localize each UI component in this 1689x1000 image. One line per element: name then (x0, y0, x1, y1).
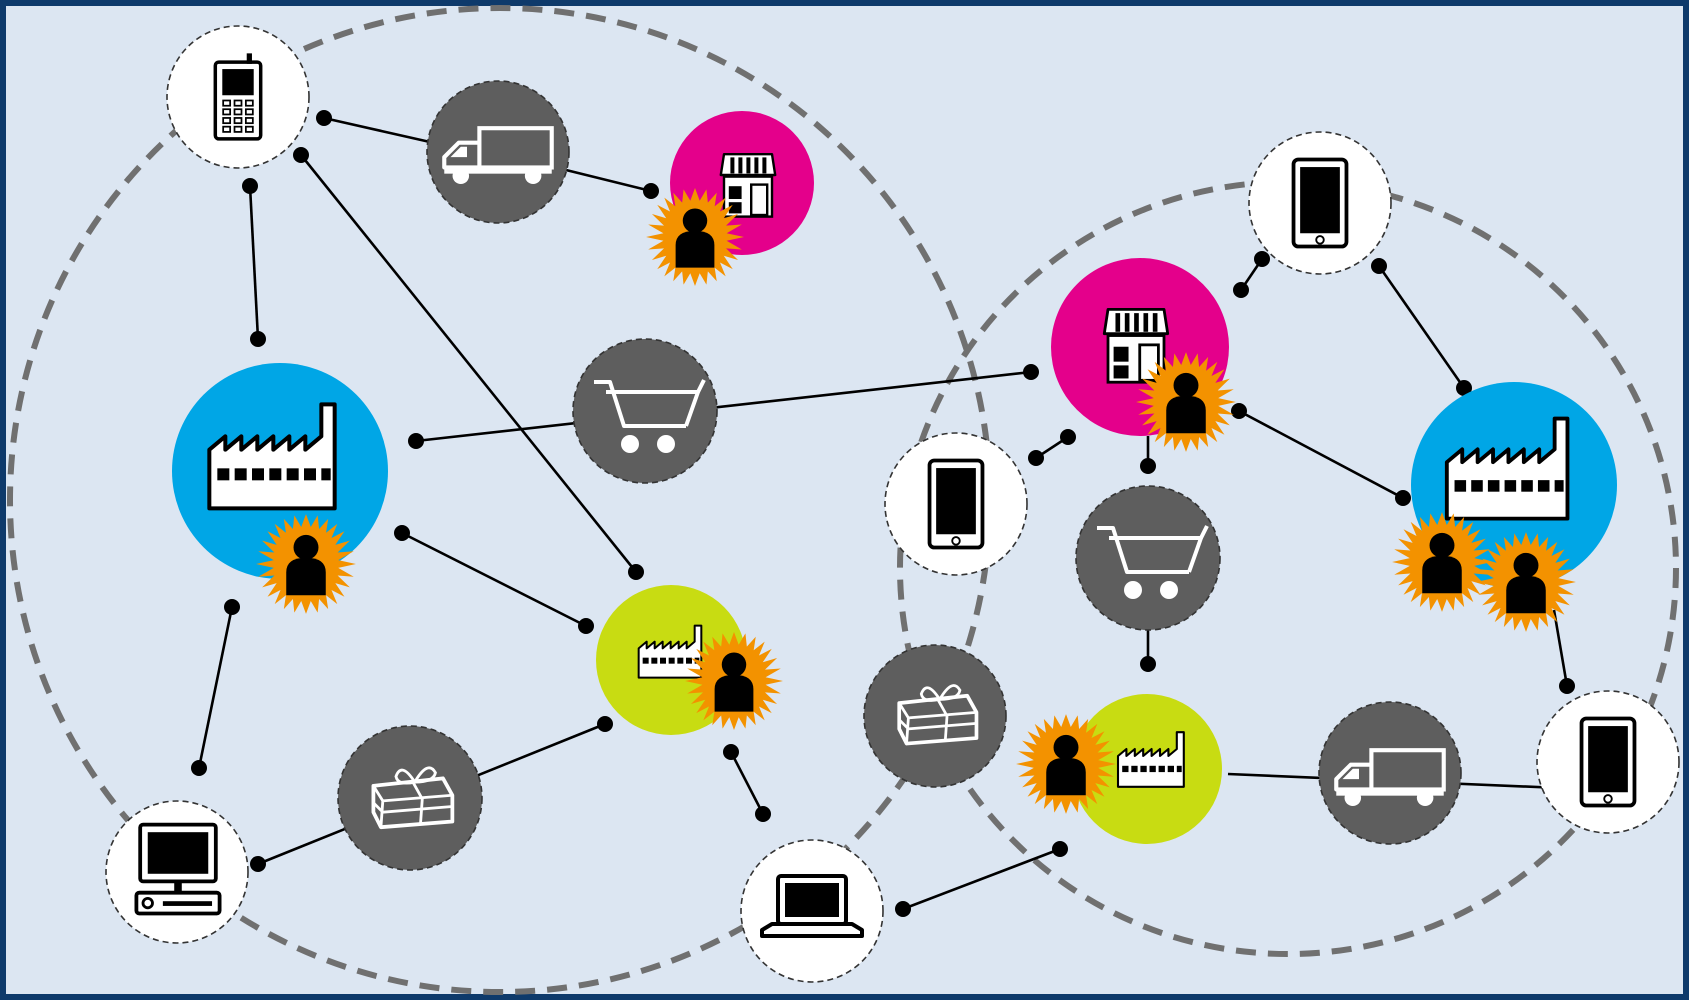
shop-node-right (1051, 258, 1236, 452)
delivery-truck-node-right (1318, 701, 1462, 845)
factory-node (172, 363, 388, 614)
desktop-computer-icon (134, 822, 222, 916)
laptop-node (740, 839, 884, 983)
laptop-icon (760, 874, 864, 938)
desktop-computer-node (105, 800, 249, 944)
tablet-icon (927, 458, 985, 550)
tablet-top-node (1248, 131, 1392, 275)
tablet-top-to-factory-right-link (1377, 265, 1466, 389)
factory-right-to-tablet-right-link (1552, 609, 1569, 687)
factory-to-small-factory-link (401, 531, 587, 628)
tablet-right-node (1536, 690, 1680, 834)
tablet-icon (1291, 157, 1349, 249)
small-factory-node-right (1016, 694, 1222, 844)
network-right-boundary (897, 179, 1679, 957)
connection-lines (197, 116, 1569, 911)
shared-parcel-node (863, 644, 1007, 788)
connection-endpoints (191, 110, 1575, 917)
phone-to-small-factory-link (299, 154, 638, 573)
shopping-cart-node-right (1075, 485, 1221, 631)
small-factory-to-laptop-link (729, 751, 765, 815)
laptop-to-small-factory-right-link (902, 847, 1061, 911)
small-factory-node (596, 585, 783, 735)
shop-node (646, 111, 814, 286)
tablet-node (884, 432, 1028, 576)
tablet-icon (1579, 716, 1637, 808)
shop-icon (1102, 307, 1170, 384)
factory-node-right (1392, 382, 1617, 632)
delivery-truck-node (426, 80, 570, 224)
phone-to-truck-link (323, 116, 431, 144)
parcel-node (337, 725, 483, 871)
shopping-cart-node (572, 338, 718, 484)
shop-right-to-factory-right-link (1238, 409, 1404, 500)
factory-to-desktop-link (197, 606, 234, 769)
phone-to-factory-link (248, 185, 260, 340)
mobile-phone-icon (213, 51, 263, 141)
truck-to-shop-link (565, 168, 652, 193)
factory-to-shop-right-link (415, 370, 1032, 443)
phone-node (166, 25, 310, 169)
